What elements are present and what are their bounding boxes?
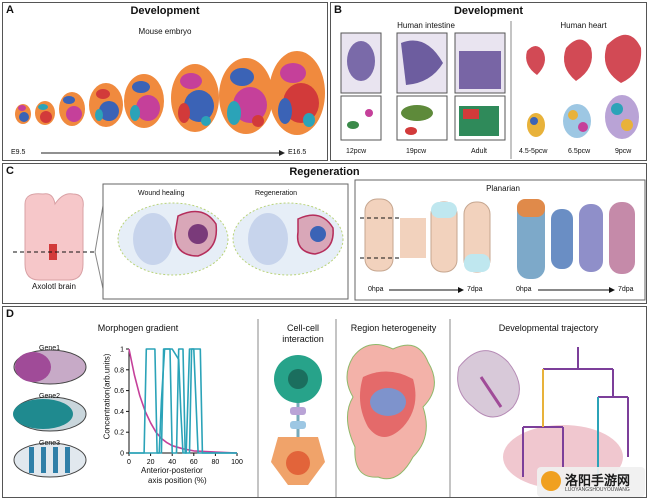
panel-a: A Development Mouse embryo E9.5 E16.5 [2, 2, 328, 161]
panel-b: B Development Human intestine Human hear… [330, 2, 647, 161]
planarian-end-right: 7dpa [618, 286, 634, 293]
axolotl-label: Axolotl brain [31, 282, 77, 291]
panel-letter: C [6, 165, 14, 177]
x-tick-label: 20 [147, 459, 155, 466]
y-tick-label: 0.4 [114, 409, 124, 416]
planarian-title: Planarian [486, 184, 520, 193]
heart-stage-1: 4.5-5pcw [519, 148, 548, 155]
x-tick-label: 60 [190, 459, 198, 466]
series-line-2 [129, 348, 237, 454]
y-tick-label: 0.2 [114, 430, 124, 437]
watermark-logo: 洛阳手游网 LUOYANGSHOUYOUWANG [537, 467, 645, 497]
gene-label-2: Gene2 [39, 393, 61, 400]
embryo-8 [269, 51, 325, 135]
panel-subtitle: Mouse embryo [138, 27, 192, 36]
watermark-sub: LUOYANGSHOUYOUWANG [565, 487, 630, 493]
embryo-2 [35, 101, 55, 125]
trajectory-title: Developmental trajectory [498, 323, 599, 333]
panel-c: C Regeneration Axolo [2, 163, 647, 304]
end-stage-label: E16.5 [288, 149, 307, 156]
x-tick-label: 100 [231, 459, 243, 466]
regeneration-label: Regeneration [255, 190, 298, 197]
chart-xlabel-1: Anterior-posterior [141, 466, 203, 475]
mouse-embryo-series [15, 51, 325, 156]
panel-title: Regeneration [289, 166, 360, 178]
planarian-start-right: 0hpa [516, 286, 532, 293]
region-title: Region heterogeneity [350, 323, 437, 333]
intestine-title: Human intestine [397, 21, 455, 30]
intestine-stage-1: 12pcw [346, 148, 367, 155]
cell-interaction-title-1: Cell-cell [286, 323, 319, 333]
heart-title: Human heart [560, 21, 607, 30]
intestine-stage-2: 19pcw [406, 148, 427, 155]
watermark-icon [541, 471, 561, 491]
x-tick-label: 0 [127, 459, 131, 466]
embryo-7 [219, 58, 273, 134]
wound-healing-label: Wound healing [138, 190, 185, 197]
embryo-3 [59, 92, 85, 126]
morphogen-chart: 0 20 40 60 80 100 0 0.2 0.4 0.6 0.8 1 [114, 347, 243, 467]
panel-title: Development [130, 5, 200, 17]
chart-ylabel: Concentration(arb.units) [102, 353, 112, 440]
gene-label-3: Gene3 [39, 440, 61, 447]
y-tick-label: 0.8 [114, 367, 124, 374]
panel-letter: A [6, 4, 14, 16]
panel-b-divider [340, 21, 642, 159]
panel-letter: B [334, 4, 342, 16]
planarian-start-left: 0hpa [368, 286, 384, 293]
morphogen-title: Morphogen gradient [97, 323, 179, 333]
heart-stage-3: 9pcw [615, 148, 632, 155]
start-stage-label: E9.5 [11, 149, 26, 156]
planarian-end-left: 7dpa [467, 286, 483, 293]
embryo-5 [124, 74, 164, 128]
panel-d-art [13, 319, 629, 497]
y-tick-label: 0 [120, 451, 124, 458]
x-tick-label: 40 [168, 459, 176, 466]
y-tick-label: 0.6 [114, 388, 124, 395]
chart-xlabel-2: axis position (%) [148, 476, 207, 485]
y-tick-label: 1 [120, 347, 124, 354]
cell-interaction-title-2: interaction [282, 334, 324, 344]
watermark-main: 洛阳手游网 [565, 473, 631, 488]
embryo-1 [15, 104, 31, 124]
heart-stage-2: 6.5pcw [568, 148, 591, 155]
panel-d: D Morphogen gradient Cell-cell interacti… [2, 306, 647, 498]
embryo-4 [89, 83, 123, 127]
panel-title: Development [453, 5, 524, 17]
panel-letter: D [6, 308, 14, 320]
intestine-stage-3: Adult [471, 148, 487, 155]
series-line-3 [129, 348, 237, 454]
panel-c-art [13, 179, 646, 301]
x-tick-label: 80 [212, 459, 220, 466]
gene-label-1: Gene1 [39, 345, 61, 352]
embryo-6 [171, 64, 219, 132]
